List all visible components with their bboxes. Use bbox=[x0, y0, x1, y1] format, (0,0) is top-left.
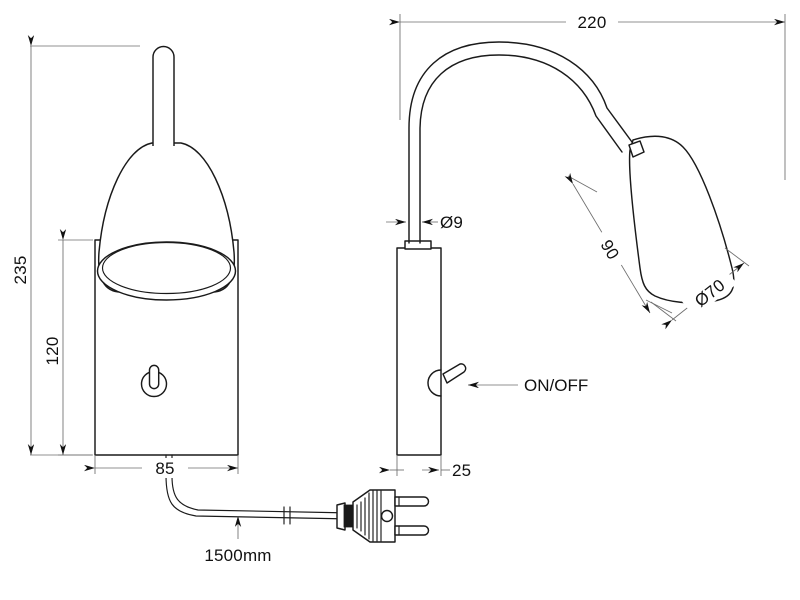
plug-strain-relief bbox=[343, 504, 354, 528]
side-view: 220 Ø9 25 bbox=[379, 11, 786, 480]
dim-value-backplate-height: 120 bbox=[43, 337, 62, 366]
toggle-switch[interactable] bbox=[140, 364, 168, 398]
stem bbox=[152, 45, 175, 146]
on-off-label: ON/OFF bbox=[524, 376, 588, 395]
toggle-switch-side[interactable] bbox=[427, 363, 467, 397]
backplate-width-dimension: 85 bbox=[84, 455, 239, 478]
backplate-side bbox=[396, 247, 442, 456]
arm-diameter-dimension: Ø9 bbox=[386, 213, 463, 232]
ext-line-d70-upper bbox=[724, 247, 750, 267]
dim-text-backdrop-d70 bbox=[681, 266, 737, 318]
dim-text-backdrop-90 bbox=[591, 227, 630, 271]
ext-line-d70-lower bbox=[650, 301, 677, 322]
stem-shade-joint bbox=[154, 140, 173, 148]
dim-text-backdrop-85 bbox=[142, 458, 188, 478]
arm-collar bbox=[404, 240, 432, 250]
dim-text-backdrop-220 bbox=[566, 11, 618, 32]
plug-body bbox=[352, 489, 396, 543]
dim-value-overall-height: 235 bbox=[11, 256, 30, 285]
dim-value-backplate-depth: 25 bbox=[452, 461, 471, 480]
front-view: 235 120 85 1500mm bbox=[11, 35, 430, 565]
power-cord-lower-edge bbox=[171, 454, 353, 514]
plug-grommet bbox=[336, 502, 346, 531]
plug-face-hole bbox=[380, 509, 394, 523]
shade-rim-inner bbox=[101, 241, 232, 295]
backplate-height-dimension: 120 bbox=[43, 229, 93, 456]
shade-length-dimension: 90 bbox=[564, 172, 673, 314]
dim-value-arm-diameter: Ø9 bbox=[440, 213, 463, 232]
dim-value-cord-length: 1500mm bbox=[204, 546, 271, 565]
dim-value-backplate-width: 85 bbox=[155, 459, 174, 478]
gooseneck-inner-edge bbox=[419, 54, 623, 244]
europlug bbox=[336, 489, 430, 543]
projection-dimension: 220 bbox=[389, 11, 786, 180]
toggle-switch-side-bezel bbox=[427, 369, 442, 397]
overall-height-dimension: 235 bbox=[11, 35, 140, 456]
plug-pins bbox=[394, 496, 430, 536]
toggle-switch-lever bbox=[148, 364, 160, 390]
dim-value-projection: 220 bbox=[578, 13, 607, 32]
ext-line-90-top bbox=[567, 175, 598, 193]
lamp-head-collar bbox=[628, 140, 645, 158]
on-off-annotation: ON/OFF bbox=[468, 376, 588, 395]
ext-line-90-bottom bbox=[645, 299, 673, 314]
backplate-depth-dimension: 25 bbox=[379, 455, 471, 480]
dim-value-shade-length-group: 90 bbox=[591, 227, 630, 271]
cord-length-dimension: 1500mm bbox=[204, 516, 271, 565]
toggle-switch-side-lever bbox=[442, 363, 467, 384]
gooseneck-outer-edge bbox=[408, 41, 633, 244]
